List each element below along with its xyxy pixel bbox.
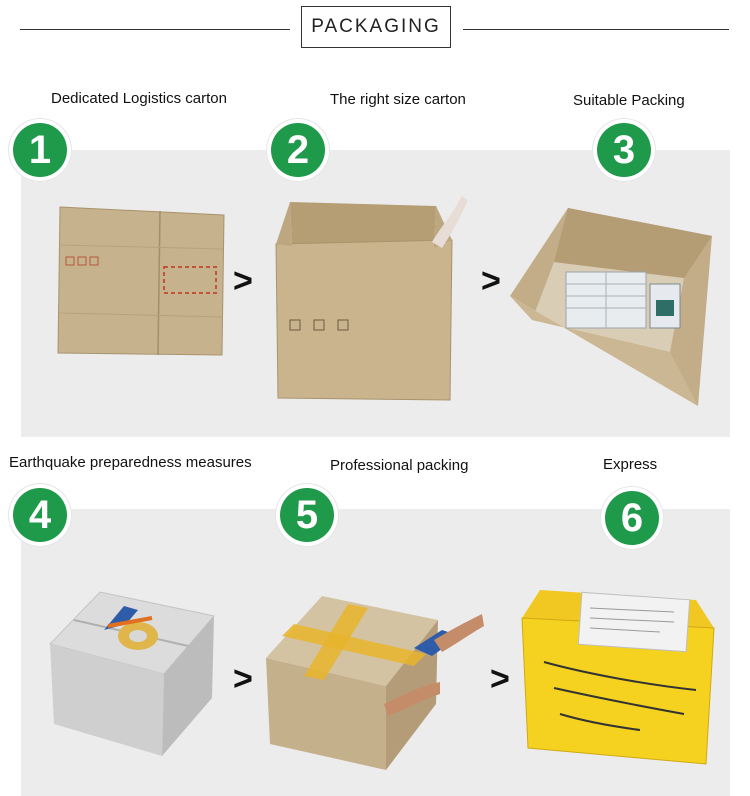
step-2-number: 2 [271, 123, 325, 177]
step-1-number: 1 [13, 123, 67, 177]
step-6-number: 6 [605, 491, 659, 545]
tape-dispenser-carton-image [49, 591, 215, 756]
arrow-2-to-3: > [481, 262, 501, 300]
step-6-badge: 6 [601, 487, 663, 549]
express-package-image [521, 590, 715, 765]
packed-carton-image [510, 208, 712, 406]
logistics-carton-image [57, 206, 225, 356]
taping-carton-image [266, 596, 484, 770]
step-1-badge: 1 [9, 119, 71, 181]
step-1-label: Dedicated Logistics carton [51, 90, 227, 107]
step-2-label: The right size carton [330, 91, 466, 108]
arrow-4-to-5: > [233, 660, 253, 698]
step-6-label: Express [603, 456, 658, 473]
step-5-number: 5 [280, 488, 334, 542]
step-4-label: Earthquake preparedness measures [9, 454, 252, 471]
step-4-badge: 4 [9, 484, 71, 546]
step-2-badge: 2 [267, 119, 329, 181]
page-title: PACKAGING [301, 6, 451, 48]
header-rule-left [20, 29, 290, 30]
step-3-badge: 3 [593, 119, 655, 181]
arrow-1-to-2: > [233, 262, 253, 300]
step-5-label: Professional packing [330, 457, 469, 474]
step-3-label: Suitable Packing [573, 92, 685, 109]
arrow-5-to-6: > [490, 660, 510, 698]
step-5-badge: 5 [276, 484, 338, 546]
step-3-number: 3 [597, 123, 651, 177]
open-carton-image [275, 196, 468, 401]
header-rule-right [463, 29, 729, 30]
step-4-number: 4 [13, 488, 67, 542]
